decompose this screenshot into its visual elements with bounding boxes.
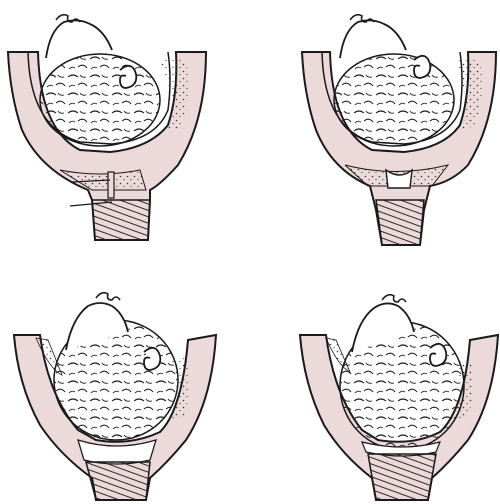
- cervical-canal: [368, 454, 436, 500]
- cervical-canal: [92, 200, 150, 240]
- ear-icon: [430, 344, 446, 366]
- panel-bottom-right: [300, 295, 498, 500]
- panel-top-left: [8, 15, 206, 240]
- cervical-canal: [86, 462, 150, 500]
- ear-icon: [414, 56, 430, 78]
- ear-icon: [144, 348, 160, 370]
- panel-bottom-left: [14, 293, 216, 500]
- panel-top-right: [302, 15, 496, 245]
- cervical-canal: [376, 200, 424, 245]
- fetal-head: [334, 54, 454, 146]
- ear-icon: [120, 66, 136, 88]
- fetal-head: [40, 54, 160, 146]
